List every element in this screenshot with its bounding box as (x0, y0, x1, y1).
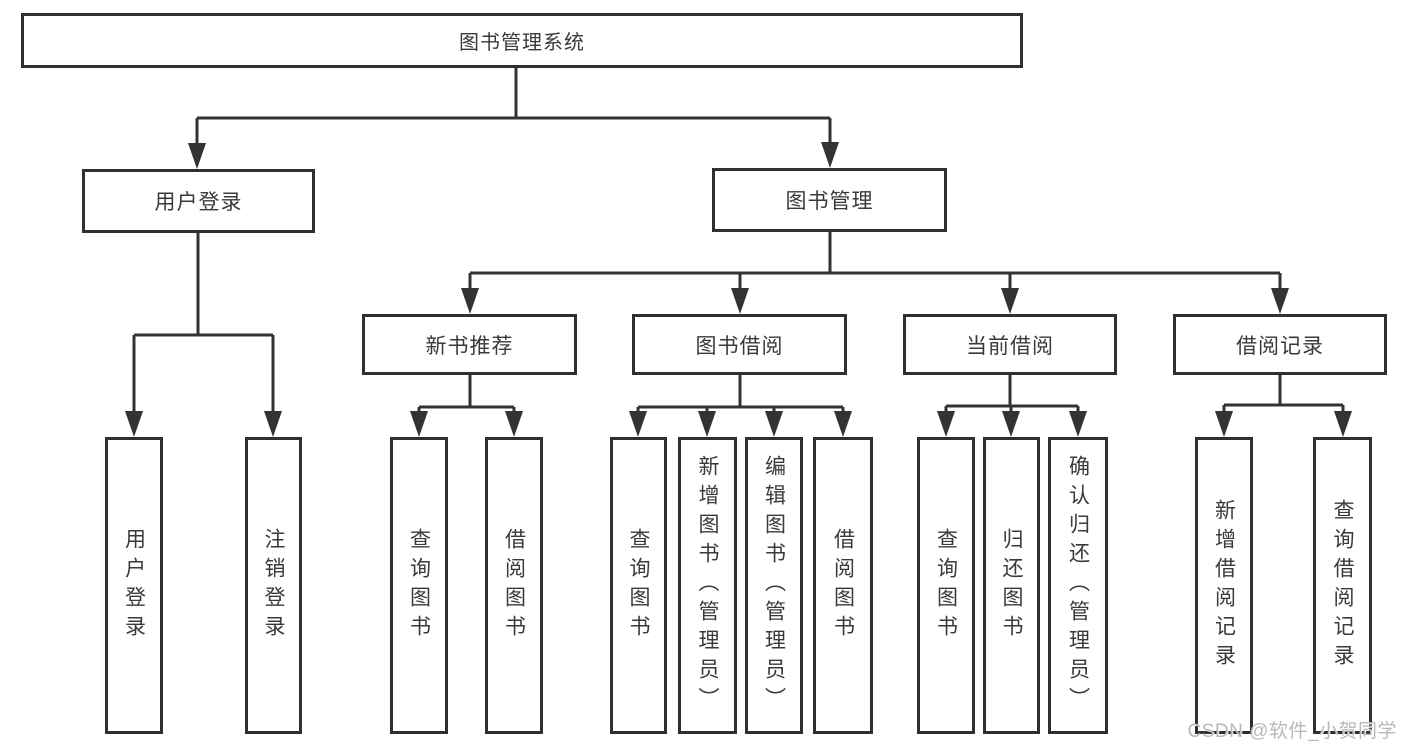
arrow-down-icon (461, 288, 479, 314)
leaf-newbook-borrow-books: 借阅图书 (485, 437, 543, 734)
node-user-login-branch: 用户登录 (82, 169, 315, 233)
node-library-system: 图书管理系统 (21, 13, 1023, 68)
connector-userlogin-to-leaves (132, 233, 275, 418)
arrow-down-icon (698, 411, 716, 437)
arrow-down-icon (1002, 411, 1020, 437)
leaf-borrow-books: 借阅图书 (813, 437, 873, 734)
connector-record-to-leaves (1222, 375, 1345, 418)
leaf-newbook-query-books: 查询图书 (390, 437, 448, 734)
node-current-borrowing: 当前借阅 (903, 314, 1117, 375)
arrow-down-icon (765, 411, 783, 437)
connector-bookmgmt-to-level3 (468, 232, 1282, 295)
node-book-management: 图书管理 (712, 168, 947, 232)
csdn-watermark: CSDN @软件_小贺同学 (1187, 721, 1397, 742)
leaf-logout: 注销登录 (245, 437, 302, 734)
node-book-borrowing: 图书借阅 (632, 314, 847, 375)
node-new-book-recommend: 新书推荐 (362, 314, 577, 375)
arrow-down-icon (1334, 411, 1352, 437)
arrow-down-icon (125, 411, 143, 437)
connector-root-to-level2 (195, 68, 832, 150)
arrow-down-icon (1215, 411, 1233, 437)
node-borrowing-records: 借阅记录 (1173, 314, 1387, 375)
arrow-down-icon (410, 411, 428, 437)
arrow-down-icon (188, 143, 206, 169)
leaf-add-borrow-record: 新增借阅记录 (1195, 437, 1253, 734)
connector-newbook-to-leaves (417, 375, 516, 418)
arrow-down-icon (1069, 411, 1087, 437)
arrow-down-icon (821, 142, 839, 168)
arrow-down-icon (1001, 288, 1019, 314)
leaf-current-query-books: 查询图书 (917, 437, 975, 734)
arrow-down-icon (505, 411, 523, 437)
leaf-borrow-query-books: 查询图书 (610, 437, 667, 734)
leaf-return-books: 归还图书 (983, 437, 1040, 734)
arrow-down-icon (1271, 288, 1289, 314)
arrow-down-icon (834, 411, 852, 437)
leaf-user-login: 用户登录 (105, 437, 163, 734)
leaf-confirm-return-admin: 确认归还（管理员） (1048, 437, 1108, 734)
arrow-down-icon (937, 411, 955, 437)
leaf-edit-books-admin: 编辑图书（管理员） (745, 437, 803, 734)
connector-bookborrow-to-leaves (636, 375, 845, 418)
arrow-down-icon (731, 288, 749, 314)
leaf-add-books-admin: 新增图书（管理员） (678, 437, 737, 734)
arrow-down-icon (264, 411, 282, 437)
arrow-down-icon (629, 411, 647, 437)
connector-currentborrow-to-leaves (944, 375, 1080, 418)
leaf-query-borrow-record: 查询借阅记录 (1313, 437, 1372, 734)
